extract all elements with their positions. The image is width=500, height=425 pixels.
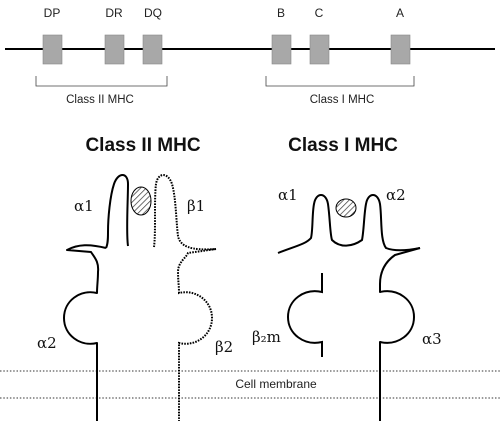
gene-map: DP DR DQ B C A Class II MHC Class I MHC — [5, 6, 495, 106]
gene-box-b — [271, 34, 292, 65]
class-ii-beta2-label: β2 — [215, 338, 233, 356]
class-ii-molecule — [63, 174, 217, 421]
class-i-b2m — [286, 273, 323, 357]
class-i-bracket — [265, 76, 415, 87]
class-i-alpha3-domain — [379, 247, 421, 421]
class-ii-alpha2-label: α2 — [37, 334, 57, 352]
gene-box-a — [390, 34, 411, 65]
class-i-alpha1-domain — [277, 194, 421, 254]
class-i-alpha2-label: α2 — [386, 186, 406, 204]
class-i-peptide — [335, 198, 357, 218]
gene-label-b: B — [277, 6, 285, 20]
gene-box-dr — [104, 34, 125, 65]
class-ii-alpha-chain — [63, 244, 107, 421]
class-ii-peptide — [130, 186, 152, 216]
class-i-heading: Class I MHC — [288, 135, 398, 156]
gene-label-dr: DR — [105, 6, 123, 20]
gene-label-a: A — [396, 6, 404, 20]
gene-label-dq: DQ — [144, 6, 162, 20]
class-i-b2m-label: β₂m — [252, 328, 281, 346]
cell-membrane: Cell membrane — [0, 370, 500, 399]
gene-box-dq — [142, 34, 163, 65]
class-i-region-label: Class I MHC — [310, 94, 375, 106]
class-ii-region-label: Class II MHC — [66, 94, 134, 106]
class-ii-beta-chain — [176, 248, 217, 421]
class-i-alpha1-label: α1 — [278, 186, 298, 204]
class-ii-beta1-label: β1 — [187, 197, 205, 215]
class-ii-alpha1-label: α1 — [74, 197, 94, 215]
gene-box-dp — [42, 34, 63, 65]
class-i-alpha3-label: α3 — [422, 330, 442, 348]
class-i-molecule — [277, 194, 421, 421]
class-ii-alpha1-loop — [105, 174, 130, 249]
gene-label-c: C — [315, 6, 324, 20]
membrane-label: Cell membrane — [235, 377, 317, 391]
class-ii-beta1-loop — [153, 174, 217, 251]
class-ii-heading: Class II MHC — [85, 135, 200, 156]
class-ii-bracket — [35, 76, 168, 87]
gene-label-dp: DP — [44, 6, 61, 20]
gene-box-c — [309, 34, 330, 65]
